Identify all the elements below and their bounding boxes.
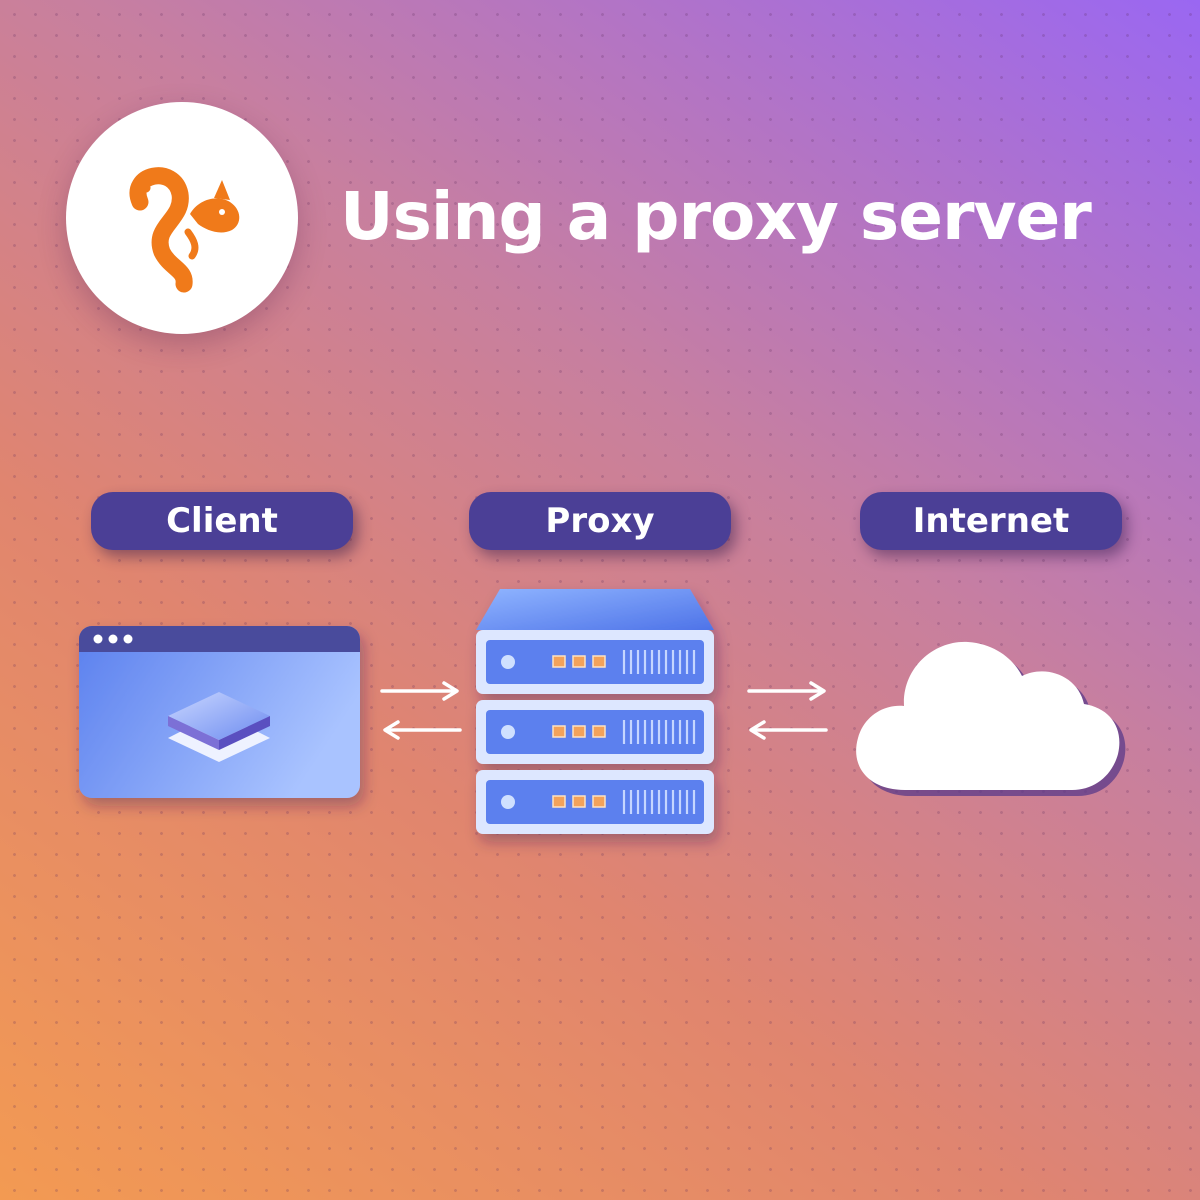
- cloud-icon: [856, 641, 1126, 796]
- proxy-label-pill: Proxy: [469, 492, 731, 550]
- proxy-internet-arrows: [747, 681, 828, 740]
- server-unit-details: [501, 650, 696, 816]
- client-proxy-arrows: [380, 681, 462, 740]
- proxy-label: Proxy: [545, 501, 655, 541]
- internet-label-pill: Internet: [860, 492, 1122, 550]
- logo-badge: [66, 102, 298, 334]
- client-label: Client: [166, 501, 278, 541]
- client-label-pill: Client: [91, 492, 353, 550]
- page-title: Using a proxy server: [340, 178, 1092, 255]
- squirrel-logo-icon: [129, 167, 240, 293]
- internet-label: Internet: [912, 501, 1070, 541]
- browser-window-icon: [79, 626, 360, 798]
